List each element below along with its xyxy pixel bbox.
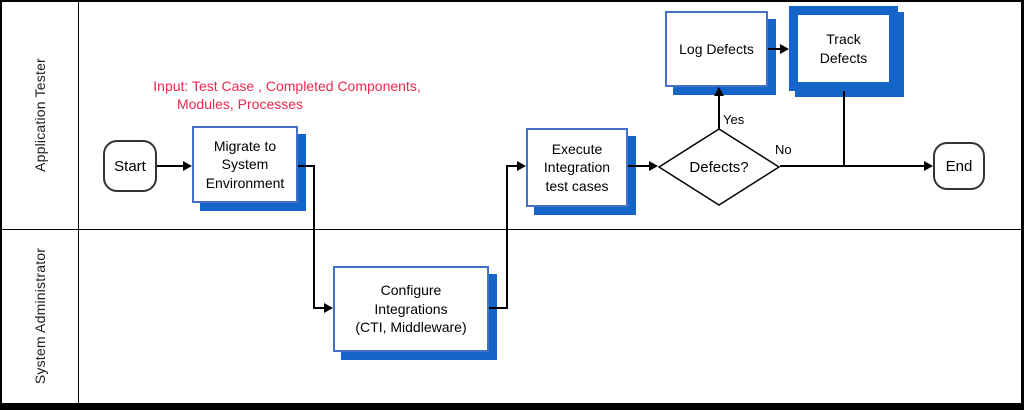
execute-tests-node: Execute Integration test cases	[526, 128, 628, 207]
execute-tests-label: Execute Integration test cases	[543, 140, 611, 194]
log-defects-label: Log Defects	[679, 40, 754, 57]
arrowhead	[714, 87, 724, 96]
log-defects-node: Log Defects	[665, 11, 768, 87]
edge-configure-execute-h1	[489, 307, 508, 309]
edge-migrate-configure-h2	[313, 307, 326, 309]
end-node: End	[933, 142, 985, 190]
decision-diamond-shape	[658, 128, 780, 206]
edge-start-migrate	[157, 165, 185, 167]
end-label: End	[945, 157, 973, 175]
start-node: Start	[103, 140, 157, 192]
configure-integrations-label: Configure Integrations (CTI, Middleware)	[355, 282, 467, 336]
defects-decision-label: Defects?	[689, 158, 749, 176]
edge-configure-execute-v	[506, 166, 508, 309]
edge-label-no: No	[774, 142, 793, 157]
lane-label-column-divider	[78, 2, 79, 403]
edge-label-yes: Yes	[722, 112, 746, 127]
arrowhead	[924, 161, 933, 171]
track-defects-label: Track Defects	[819, 31, 868, 66]
edge-migrate-configure-h1	[298, 165, 315, 167]
arrowhead	[183, 161, 192, 171]
migrate-node: Migrate to System Environment	[192, 126, 298, 203]
lane-label-application-tester: Application Tester	[32, 58, 48, 172]
edge-migrate-configure-v	[313, 165, 315, 309]
migrate-label: Migrate to System Environment	[205, 137, 285, 191]
lane-divider	[2, 229, 1021, 230]
input-annotation-line1: Input: Test Case , Completed Components,	[153, 78, 421, 94]
start-label: Start	[114, 157, 146, 175]
edge-decision-log	[718, 96, 720, 129]
arrowhead	[517, 161, 526, 171]
edge-execute-decision	[628, 165, 651, 167]
arrowhead	[780, 44, 789, 54]
edge-log-track	[768, 48, 782, 50]
arrowhead	[324, 303, 333, 313]
defects-decision-node: Defects?	[658, 128, 780, 206]
track-defects-node: Track Defects	[789, 6, 898, 91]
edge-track-join	[843, 91, 845, 167]
configure-integrations-node: Configure Integrations (CTI, Middleware)	[333, 266, 489, 352]
input-annotation-line2: Modules, Processes	[176, 96, 304, 112]
lane-label-system-administrator: System Administrator	[32, 247, 48, 385]
edge-configure-execute-h2	[506, 165, 519, 167]
edge-decision-end	[780, 165, 925, 167]
arrowhead	[649, 161, 658, 171]
